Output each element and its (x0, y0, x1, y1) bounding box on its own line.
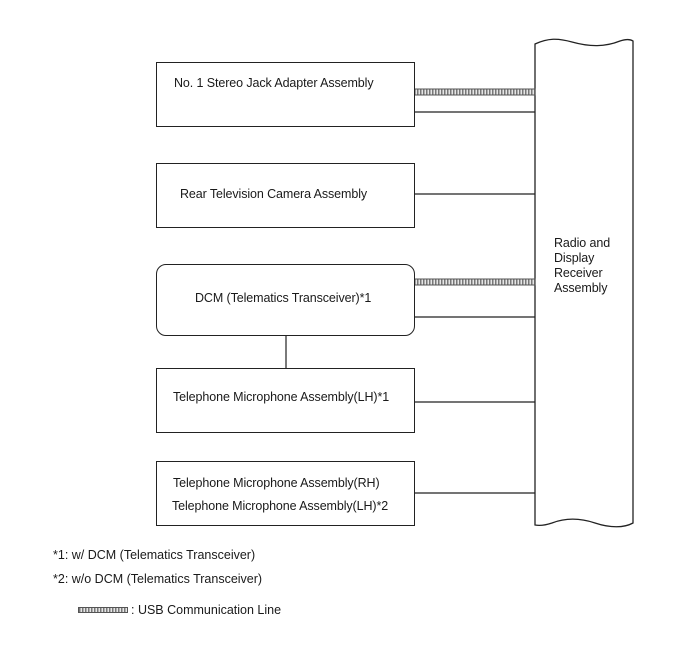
dcm-box: DCM (Telematics Transceiver)*1 (156, 264, 415, 336)
stereo-jack-box: No. 1 Stereo Jack Adapter Assembly (156, 62, 415, 127)
footnote-2: *2: w/o DCM (Telematics Transceiver) (53, 572, 263, 586)
stereo-jack-label: No. 1 Stereo Jack Adapter Assembly (174, 76, 374, 90)
usb-line-legend-swatch (78, 607, 128, 613)
rear-camera-box: Rear Television Camera Assembly (156, 163, 415, 228)
radio-label-line-1: Radio and (554, 236, 611, 250)
radio-receiver-label: Radio and Display Receiver Assembly (554, 236, 610, 296)
mic-lh-2-label: Telephone Microphone Assembly(LH)*2 (172, 499, 389, 513)
rear-camera-label: Rear Television Camera Assembly (180, 187, 368, 201)
dcm-label: DCM (Telematics Transceiver)*1 (195, 291, 372, 305)
footnote-1: *1: w/ DCM (Telematics Transceiver) (53, 548, 256, 562)
radio-receiver-body (534, 38, 634, 528)
mic-rh-lh-box: Telephone Microphone Assembly(RH) Teleph… (156, 461, 415, 526)
usb-line-legend-label: : USB Communication Line (131, 603, 282, 617)
mic-lh-1-label: Telephone Microphone Assembly(LH)*1 (173, 390, 390, 404)
usb-line-dcm (414, 278, 536, 286)
mic-rh-label: Telephone Microphone Assembly(RH) (173, 476, 380, 490)
radio-label-line-3: Receiver (554, 266, 603, 280)
mic-lh-1-box: Telephone Microphone Assembly(LH)*1 (156, 368, 415, 433)
radio-label-line-4: Assembly (554, 281, 608, 295)
radio-label-line-2: Display (554, 251, 595, 265)
usb-line-stereo-jack (414, 88, 536, 96)
